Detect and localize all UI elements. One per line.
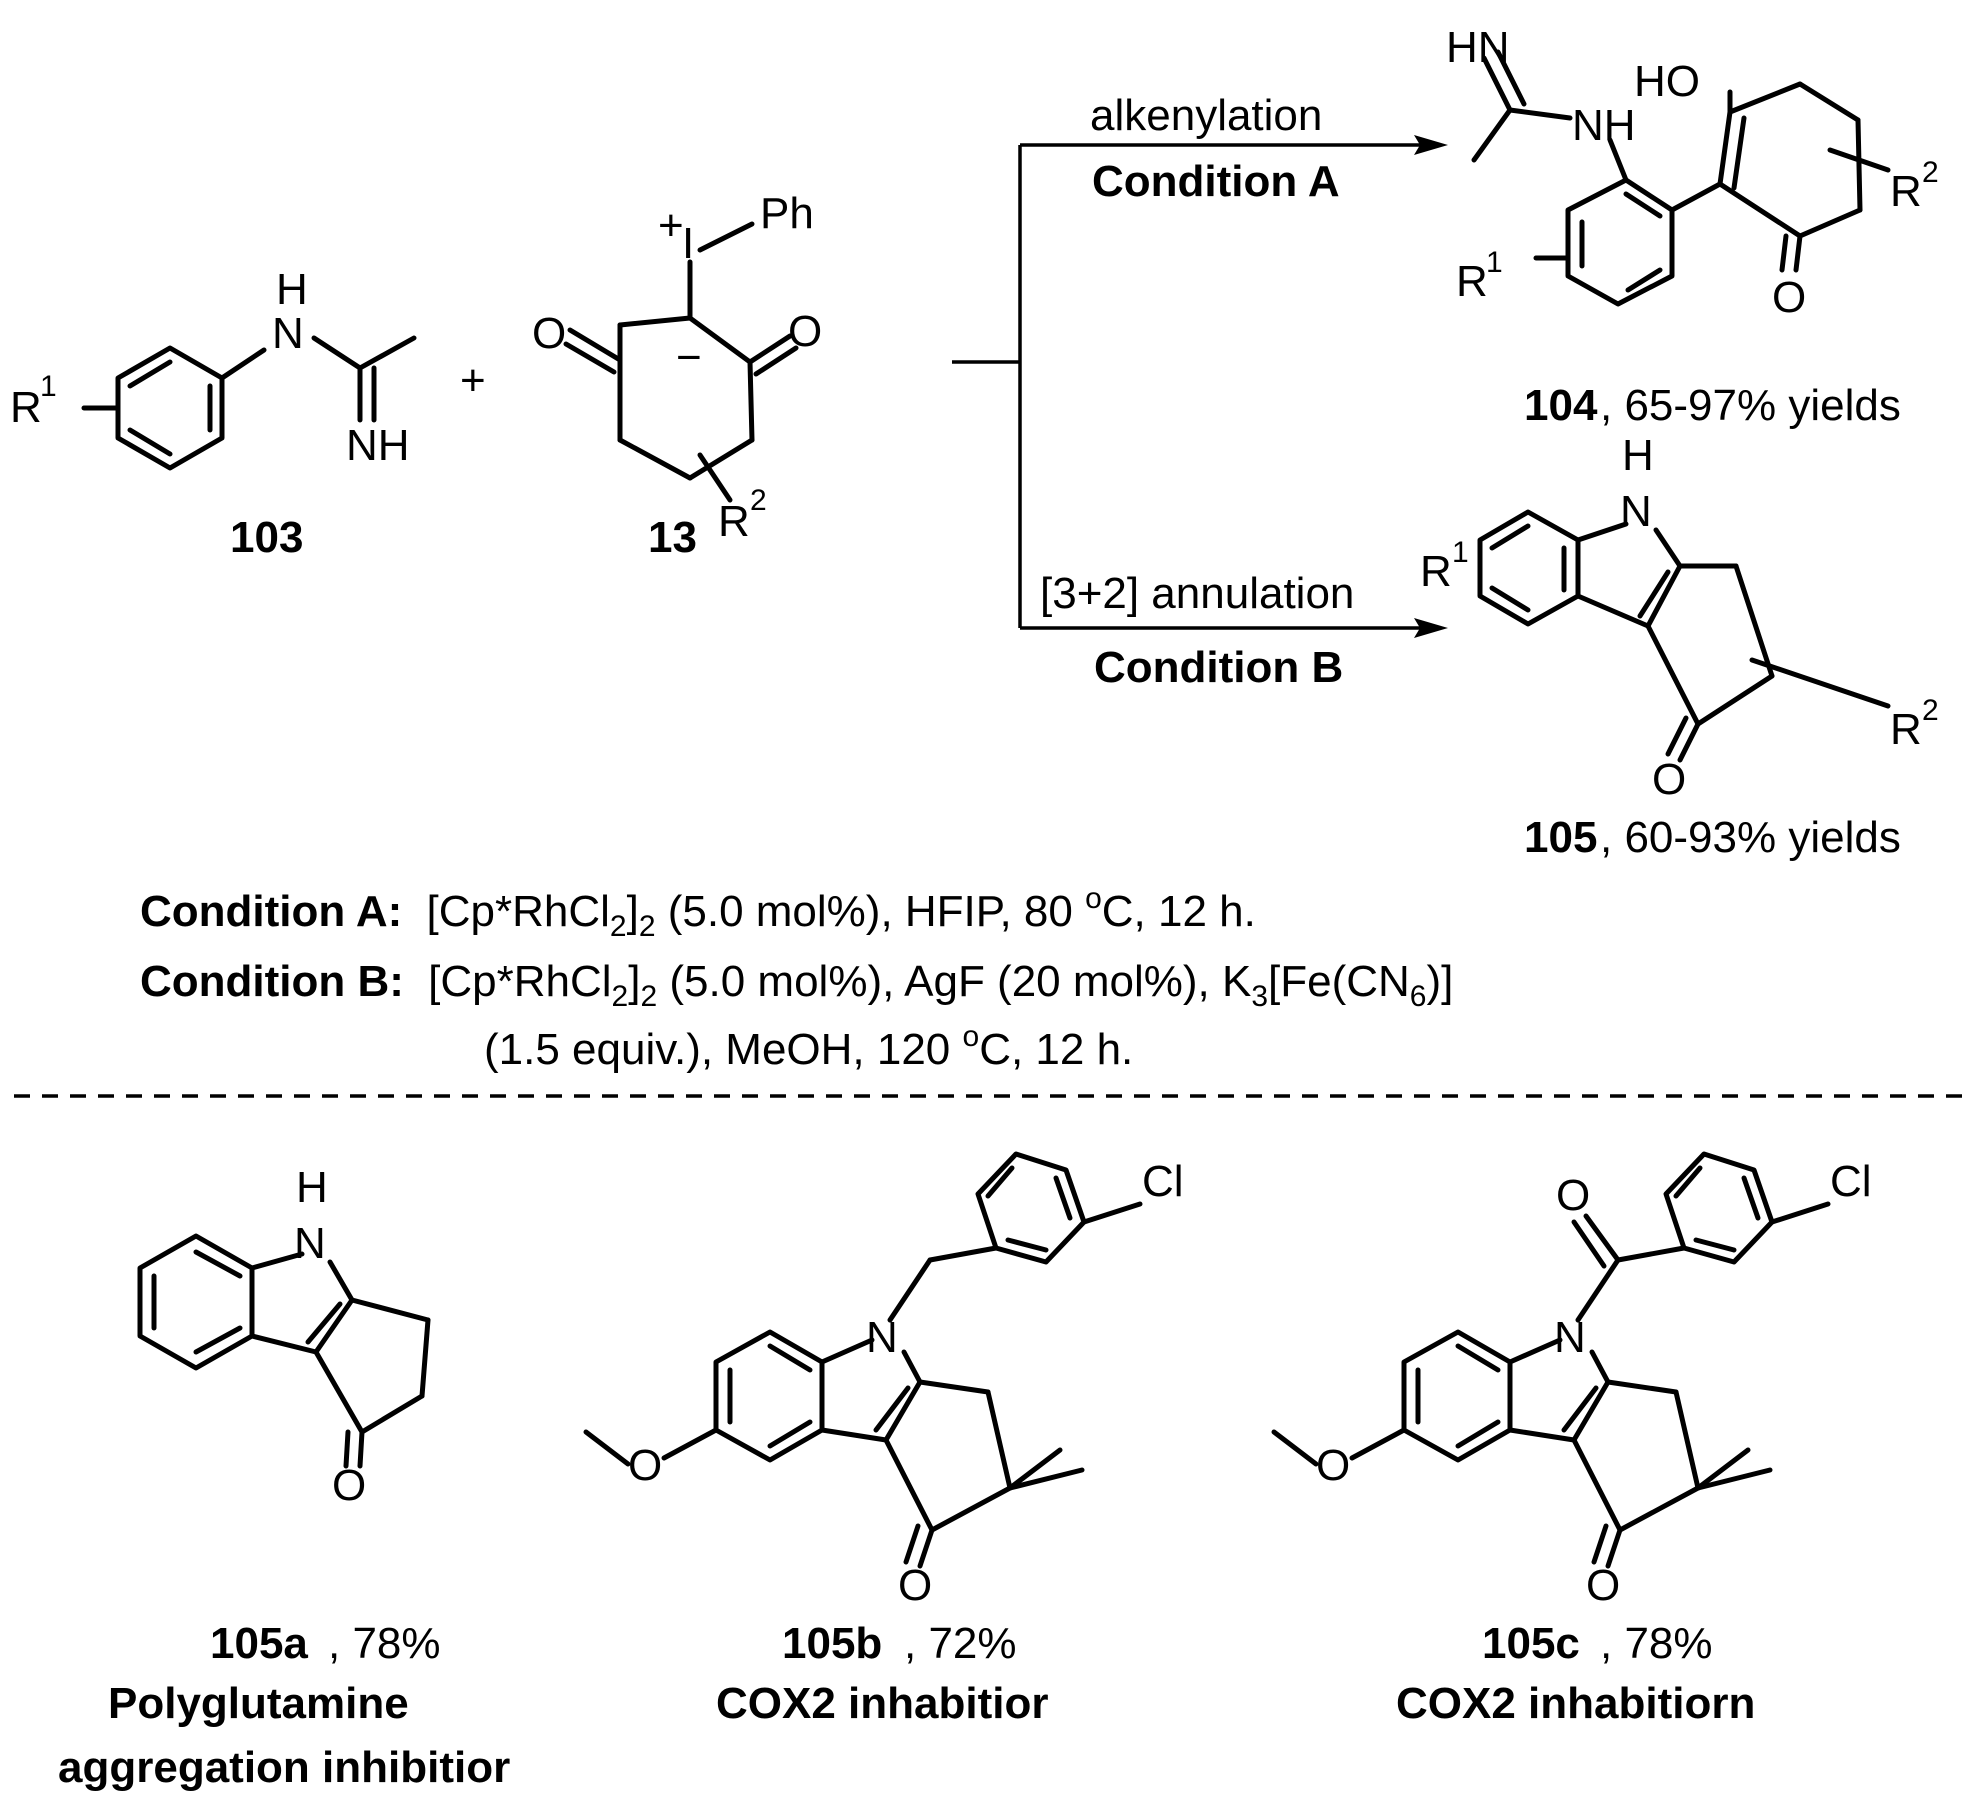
p104-ho-label: HO [1634,57,1700,106]
105c-cl-label: Cl [1830,1157,1872,1206]
arrow-bottom-label: [3+2] annulation [1040,569,1354,618]
product-104-structure [1471,49,1891,307]
p104-r2-label: R [1890,167,1922,216]
compound-104-number: 104 [1524,381,1598,430]
105a-desc-line1: Polyglutamine [108,1679,409,1728]
arrow-bottom-condition: Condition B [1094,643,1343,692]
phenyl-label: Ph [760,189,814,238]
iodine-plus: + [658,201,684,250]
iodine-label: I [682,219,694,268]
p104-o-label: O [1772,273,1806,322]
condition-a-line: Condition A: [Cp*RhCl2]2 (5.0 mol%), HFI… [140,882,1256,943]
compound-105-yield: , 60-93% yields [1600,813,1901,862]
p105-r1-label: R [1420,547,1452,596]
105b-number: 105b [782,1619,882,1668]
condition-b-label: Condition B: [140,957,404,1006]
105c-methoxy-o-label: O [1316,1441,1350,1490]
105b-carbonyl-o-label: O [898,1561,932,1610]
compound-105-number: 105 [1524,813,1597,862]
product-105-structure [1477,509,1891,763]
example-105c-structure [1271,1151,1831,1569]
carbonyl-o-right: O [788,307,822,356]
p104-hn-label: HN [1446,23,1510,72]
example-105a-structure [137,1233,431,1469]
p105-n-label: N [1620,487,1652,536]
p105-r1-sup: 1 [1452,536,1469,569]
compound-13-number: 13 [648,513,697,562]
105c-number: 105c [1482,1619,1580,1668]
105b-cl-label: Cl [1142,1157,1184,1206]
105c-acyl-o-label: O [1556,1171,1590,1220]
p105-h-label: H [1622,431,1654,480]
p105-r2-sup: 2 [1922,694,1939,727]
r2-superscript: 2 [750,484,767,517]
amidine-n-label: N [272,309,304,358]
105a-o-label: O [332,1461,366,1510]
carbonyl-o-left: O [532,309,566,358]
105a-desc-line2: aggregation inhibitior [58,1743,510,1792]
plus-sign: + [460,356,486,405]
105a-h-label: H [296,1163,328,1212]
p104-r1-sup: 1 [1486,246,1503,279]
p104-r1-label: R [1456,257,1488,306]
105c-yield: , 78% [1600,1619,1713,1668]
branching-arrows [952,135,1448,638]
p105-o-label: O [1652,755,1686,804]
condition-a-label: Condition A: [140,887,402,936]
reactant-13-structure [563,221,799,503]
r1-label: R [10,383,42,432]
p104-nh-label: NH [1572,101,1636,150]
105b-methoxy-o-label: O [628,1441,662,1490]
105b-n-label: N [866,1313,898,1362]
example-105b-structure [583,1151,1143,1569]
105b-desc: COX2 inhabitior [716,1679,1048,1728]
reactant-103-structure [81,335,417,471]
105a-number: 105a [210,1619,308,1668]
105c-n-label: N [1554,1313,1586,1362]
carbanion-minus: − [676,333,702,382]
105a-n-label: N [294,1219,326,1268]
105c-desc: COX2 inhabitiorn [1396,1679,1755,1728]
105c-carbonyl-o-label: O [1586,1561,1620,1610]
compound-103-number: 103 [230,513,303,562]
condition-b-line: Condition B: [Cp*RhCl2]2 (5.0 mol%), AgF… [140,957,1453,1013]
compound-104-yield: , 65-97% yields [1600,381,1901,430]
r1-superscript: 1 [40,370,57,403]
105a-yield: , 78% [328,1619,441,1668]
amidine-h-label: H [276,265,308,314]
amidine-nh-label: NH [346,421,410,470]
p104-r2-sup: 2 [1922,156,1939,189]
arrow-top-condition: Condition A [1092,157,1340,206]
condition-b-line2: (1.5 equiv.), MeOH, 120 oC, 12 h. [484,1020,1133,1074]
p105-r2-label: R [1890,705,1922,754]
r2-label: R [718,497,750,546]
arrow-top-label: alkenylation [1090,91,1322,140]
105b-yield: , 72% [904,1619,1017,1668]
